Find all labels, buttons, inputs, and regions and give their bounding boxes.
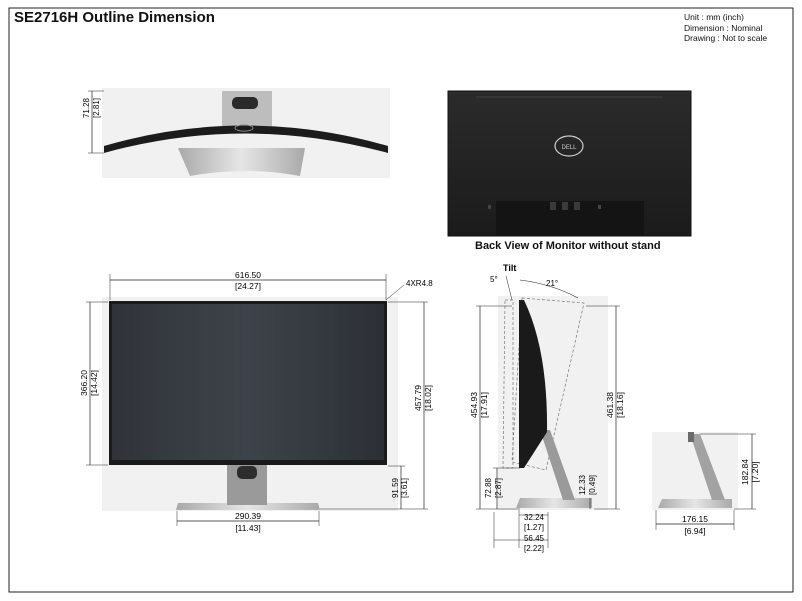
- side-lower-in: [2.87]: [494, 478, 503, 498]
- base-thickness-in: [0.49]: [588, 475, 597, 495]
- front-view: 616.50 [24.27] 4XR4.8 366.20 [14.42] 457…: [79, 270, 433, 533]
- tilt-backward-angle: 21°: [546, 279, 558, 288]
- logo-text: DELL: [561, 145, 577, 151]
- side-view-backdrop: [498, 296, 608, 510]
- tilt-forward-angle: 5°: [490, 275, 498, 284]
- stand-base-top: [178, 148, 305, 176]
- stand-height-in: [7.20]: [750, 461, 760, 482]
- stand-arm-side: [540, 430, 575, 500]
- dimension-note: Dimension : Nominal: [684, 22, 763, 33]
- depth-small-mm: 32.24: [524, 513, 545, 522]
- monitor-screen: [112, 304, 384, 460]
- screw-label: 4XR4.8: [406, 279, 433, 288]
- sheet-border: [8, 7, 794, 593]
- stand-cutout: [237, 466, 257, 479]
- base-width-mm: 290.39: [235, 511, 261, 521]
- bottom-gap-mm: 91.59: [391, 477, 400, 498]
- tilt-label: Tilt: [503, 263, 516, 273]
- unit-note: Unit : mm (inch): [684, 12, 744, 22]
- stand-height-mm: 182.84: [740, 459, 750, 485]
- tilt-backward-outline: [511, 297, 585, 471]
- top-view: 71.28 [2.81]: [82, 88, 390, 178]
- curved-monitor-top: [104, 125, 388, 153]
- depth-total-in: [2.22]: [524, 544, 544, 553]
- tilt-height-mm: 461.38: [605, 392, 615, 418]
- stand-depth-in: [6.94]: [684, 526, 705, 536]
- width-in: [24.27]: [235, 281, 261, 291]
- io-recess: [496, 201, 644, 236]
- width-mm: 616.50: [235, 270, 261, 280]
- panel-height-mm: 366.20: [79, 370, 89, 396]
- stand-base-side: [516, 498, 592, 508]
- stand-base-front: [176, 503, 320, 510]
- depth-small-in: [1.27]: [524, 523, 544, 532]
- side-height-in: [17.91]: [479, 392, 489, 418]
- panel-height-in: [14.42]: [89, 370, 99, 396]
- top-depth-in: [2.81]: [92, 98, 101, 118]
- monitor-profile: [519, 300, 548, 468]
- page-title: SE2716H Outline Dimension: [14, 9, 215, 26]
- top-depth-mm: 71.28: [82, 97, 91, 118]
- stand-depth-mm: 176.15: [682, 514, 708, 524]
- stand-view: 182.84 [7.20] 176.15 [6.94]: [652, 432, 760, 536]
- stand-arm-only: [690, 434, 725, 500]
- tilt-height-in: [18.16]: [615, 392, 625, 418]
- back-view: DELL: [447, 90, 692, 237]
- tilt-arc: [519, 279, 579, 299]
- depth-total-mm: 56.45: [524, 534, 545, 543]
- side-height-mm: 454.93: [469, 392, 479, 418]
- back-view-caption: Back View of Monitor without stand: [475, 240, 661, 252]
- total-height-in: [18.02]: [423, 385, 433, 411]
- side-lower-mm: 72.88: [484, 477, 493, 498]
- base-thickness-mm: 12.33: [578, 474, 587, 495]
- total-height-mm: 457.79: [413, 385, 423, 411]
- bottom-gap-in: [3.61]: [400, 478, 409, 498]
- dell-logo-icon: [234, 124, 254, 132]
- stand-hole: [232, 97, 258, 109]
- dell-logo-back-icon: [554, 135, 584, 157]
- stand-base-only: [658, 499, 732, 508]
- side-view: Tilt 5° 21° 454.93 [17.91] 72.88 [2.87] …: [469, 263, 625, 553]
- base-width-in: [11.43]: [235, 523, 260, 533]
- drawing-note: Drawing : Not to scale: [684, 33, 768, 43]
- drawing-notes: Unit : mm (inch) Dimension : Nominal Dra…: [684, 12, 767, 44]
